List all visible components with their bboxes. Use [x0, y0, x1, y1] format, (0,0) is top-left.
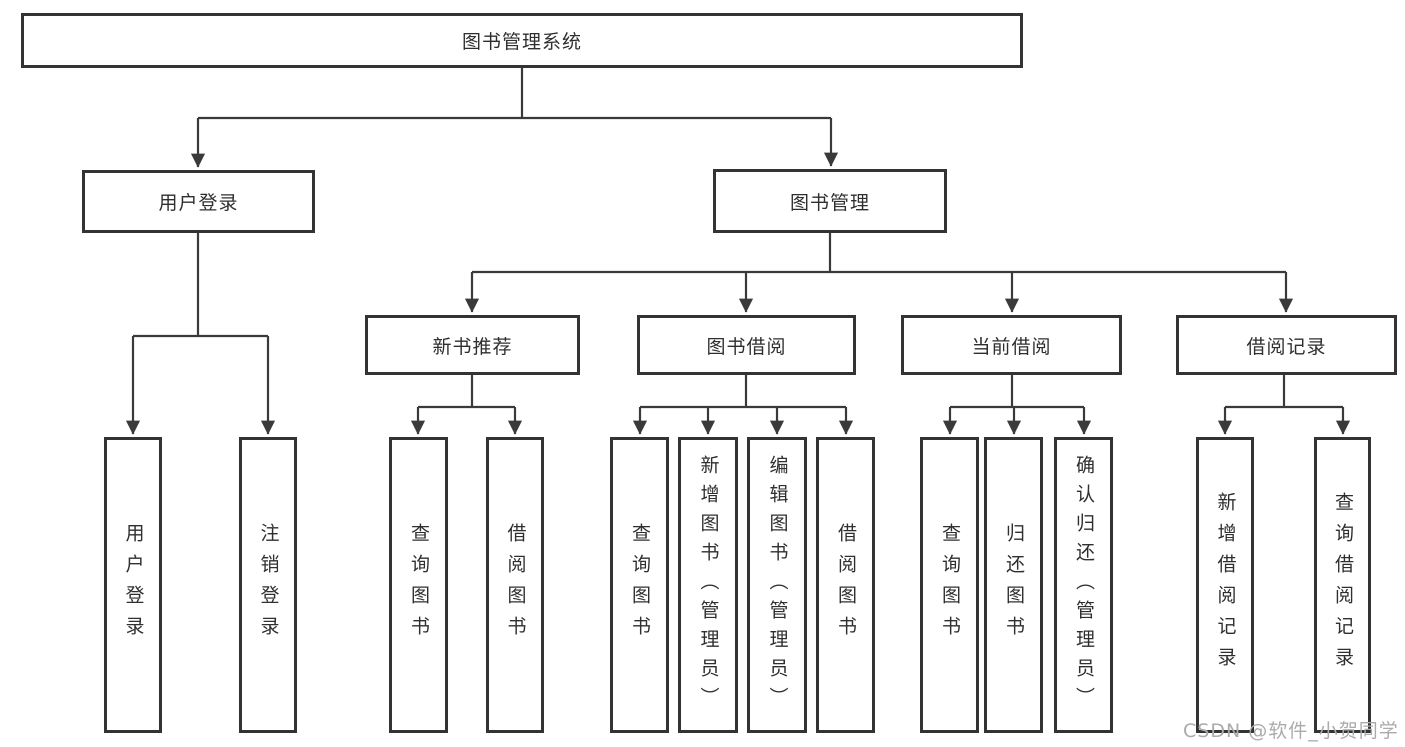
- leaf-query-borrow-record-label: 查询借阅记录: [1332, 492, 1354, 678]
- leaf-add-books-admin-label: 新增图书（管理员）: [697, 454, 720, 716]
- leaf-query-books-borrowing-label: 查询图书: [629, 523, 651, 647]
- leaf-borrow-books-recommend-label: 借阅图书: [504, 523, 527, 647]
- leaf-return-books: 归还图书: [984, 437, 1043, 733]
- node-borrowing-records-label: 借阅记录: [1246, 335, 1327, 358]
- leaf-query-books-current: 查询图书: [920, 437, 979, 733]
- node-new-book-recommend: 新书推荐: [365, 315, 580, 375]
- node-borrowing-records: 借阅记录: [1176, 315, 1397, 375]
- node-book-management-label: 图书管理: [789, 191, 870, 214]
- node-library-system: 图书管理系统: [21, 13, 1023, 68]
- node-new-book-recommend-label: 新书推荐: [432, 335, 513, 358]
- node-user-login: 用户登录: [82, 170, 315, 233]
- node-book-borrowing: 图书借阅: [637, 315, 856, 375]
- csdn-watermark: CSDN @软件_小贺同学: [1183, 720, 1399, 742]
- leaf-add-books-admin: 新增图书（管理员）: [678, 437, 738, 733]
- node-book-management: 图书管理: [713, 169, 947, 233]
- leaf-user-login-label: 用户登录: [122, 523, 145, 647]
- leaf-query-borrow-record: 查询借阅记录: [1314, 437, 1371, 733]
- leaf-add-borrow-record: 新增借阅记录: [1196, 437, 1254, 733]
- leaf-logout-label: 注销登录: [257, 523, 280, 647]
- leaf-return-books-label: 归还图书: [1003, 523, 1025, 647]
- leaf-user-login: 用户登录: [104, 437, 162, 733]
- leaf-borrow-books: 借阅图书: [816, 437, 875, 733]
- leaf-edit-books-admin-label: 编辑图书（管理员）: [766, 454, 789, 716]
- leaf-query-books-recommend-label: 查询图书: [408, 523, 430, 647]
- leaf-edit-books-admin: 编辑图书（管理员）: [747, 437, 807, 733]
- leaf-borrow-books-recommend: 借阅图书: [486, 437, 544, 733]
- leaf-logout: 注销登录: [239, 437, 297, 733]
- node-current-borrowing: 当前借阅: [901, 315, 1122, 375]
- leaf-borrow-books-label: 借阅图书: [835, 523, 857, 647]
- node-library-system-label: 图书管理系统: [461, 31, 582, 53]
- node-book-borrowing-label: 图书借阅: [706, 335, 787, 358]
- leaf-query-books-borrowing: 查询图书: [610, 437, 669, 733]
- node-current-borrowing-label: 当前借阅: [971, 335, 1052, 358]
- leaf-confirm-return-admin-label: 确认归还（管理员）: [1073, 454, 1095, 716]
- leaf-query-books-recommend: 查询图书: [389, 437, 448, 733]
- node-user-login-label: 用户登录: [158, 192, 239, 214]
- leaf-add-borrow-record-label: 新增借阅记录: [1214, 492, 1237, 678]
- leaf-query-books-current-label: 查询图书: [939, 523, 961, 647]
- leaf-confirm-return-admin: 确认归还（管理员）: [1054, 437, 1113, 733]
